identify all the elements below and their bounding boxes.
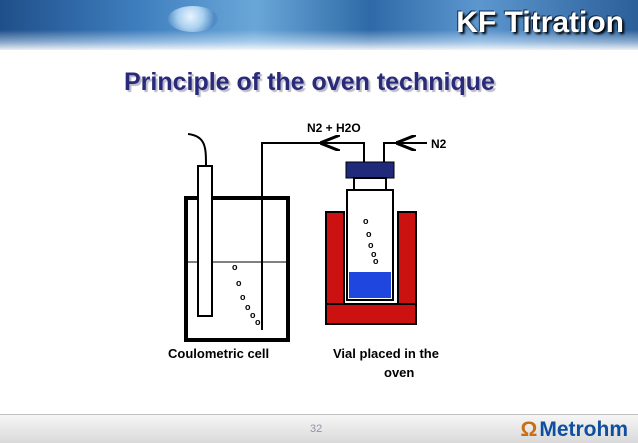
coulometric-cell: o o o o o o bbox=[184, 133, 290, 342]
n2-tube bbox=[383, 142, 427, 162]
bubble: o bbox=[371, 249, 377, 259]
bubble: o bbox=[236, 278, 242, 288]
electrode bbox=[197, 165, 213, 317]
bubble: o bbox=[240, 292, 246, 302]
bubble: o bbox=[232, 262, 238, 272]
bubble: o bbox=[363, 216, 369, 226]
bubble: o bbox=[245, 302, 251, 312]
oven-wall-left bbox=[325, 211, 345, 305]
bubble: o bbox=[373, 256, 379, 266]
electrode-cable bbox=[187, 133, 207, 167]
bubble: o bbox=[368, 240, 374, 250]
water-drop-image bbox=[168, 6, 218, 32]
vial-label-line2: oven bbox=[384, 365, 414, 380]
gas-tube bbox=[261, 142, 365, 330]
page-number: 32 bbox=[310, 423, 323, 435]
vial-cap bbox=[345, 161, 395, 179]
bubble: o bbox=[250, 310, 256, 320]
oven bbox=[325, 211, 417, 325]
water-wave-image bbox=[0, 30, 638, 50]
gas-in-line bbox=[383, 142, 427, 162]
slide-title: Principle of the oven technique bbox=[124, 68, 495, 96]
gas-out-line bbox=[261, 142, 365, 330]
bubble: o bbox=[366, 229, 372, 239]
vial-label-line1: Vial placed in the bbox=[333, 346, 439, 361]
oven-base bbox=[325, 303, 417, 325]
gas-out-label: N2 + H2O bbox=[307, 121, 361, 135]
oven-wall-right bbox=[397, 211, 417, 305]
omega-icon: Ω bbox=[520, 418, 538, 441]
vial-sample bbox=[349, 272, 391, 298]
header-title: KF Titration bbox=[456, 6, 624, 39]
bubble: o bbox=[255, 317, 261, 327]
brand-name: Metrohm bbox=[539, 418, 628, 441]
brand-logo: ΩMetrohm bbox=[520, 418, 628, 442]
footer-bar bbox=[0, 414, 638, 443]
gas-in-label: N2 bbox=[431, 137, 447, 151]
cell-label: Coulometric cell bbox=[168, 346, 269, 361]
sample-vial: o o o o o bbox=[345, 161, 395, 301]
vial-neck bbox=[353, 177, 387, 191]
header-banner: KF Titration bbox=[0, 0, 638, 50]
